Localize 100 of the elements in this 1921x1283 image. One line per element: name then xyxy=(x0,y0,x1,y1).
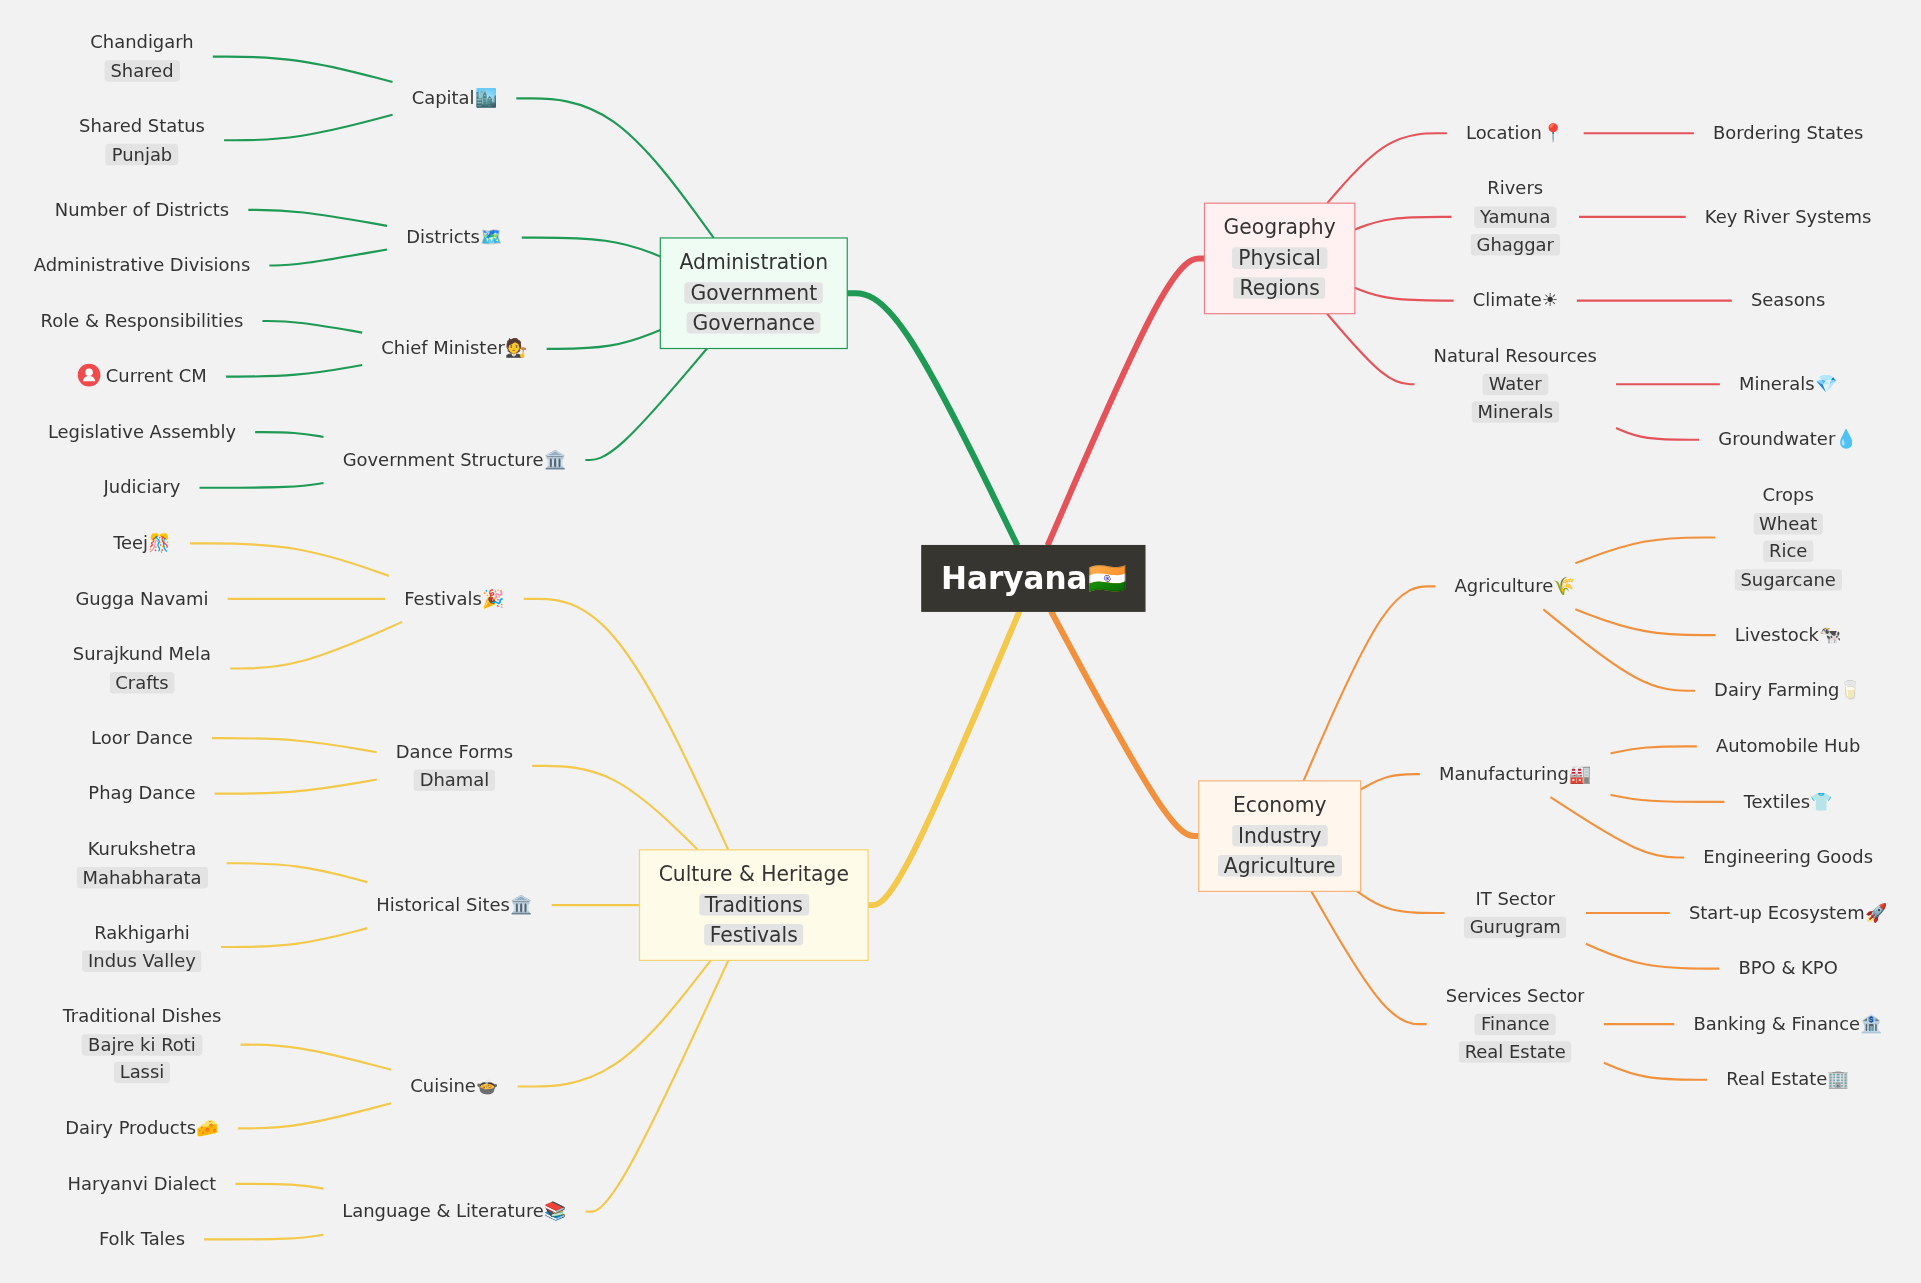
keyword-tag: Rice xyxy=(1763,540,1814,563)
connector xyxy=(230,621,403,671)
topic-label: Textiles👕 xyxy=(1743,791,1833,813)
connector xyxy=(1356,891,1445,915)
topic-label: Chief Minister🧑‍⚖ xyxy=(381,338,528,360)
keyword-tag: Water xyxy=(1482,373,1548,396)
keyword-tag: Lassi xyxy=(113,1062,171,1084)
connector xyxy=(1576,299,1732,303)
keyword-tag: Finance xyxy=(1474,1013,1556,1036)
topic-label: Real Estate🏢 xyxy=(1726,1069,1851,1091)
connector xyxy=(1575,608,1716,637)
topic-label: Dance Forms xyxy=(395,741,514,763)
topic-label: Minerals💎 xyxy=(1739,373,1838,396)
node-box: Culture & Heritage Traditions Festivals xyxy=(638,849,869,962)
connector xyxy=(1610,794,1725,804)
connector xyxy=(523,598,730,851)
connector xyxy=(1549,796,1685,860)
keyword-tag: Indus Valley xyxy=(82,950,202,972)
keyword-tag: Wheat xyxy=(1753,512,1824,535)
connector xyxy=(199,482,324,490)
connector xyxy=(1585,943,1720,971)
connector xyxy=(1583,132,1694,135)
connector xyxy=(585,348,708,462)
topic-label: Rakhigarhi xyxy=(94,922,190,944)
topic-label: Gugga Navami xyxy=(75,588,209,610)
connector xyxy=(1585,912,1670,915)
connector xyxy=(1326,132,1447,205)
connector xyxy=(847,290,1021,548)
topic-label: Legislative Assembly xyxy=(47,421,236,444)
topic-label: Services Sector xyxy=(1445,985,1585,1008)
connector xyxy=(1616,383,1720,386)
topic-label: Folk Tales xyxy=(98,1228,185,1251)
connector xyxy=(1360,773,1420,791)
connector xyxy=(237,1102,392,1130)
connector xyxy=(1603,1062,1708,1082)
connector xyxy=(1354,216,1452,231)
topic-label: Haryanvi Dialect xyxy=(67,1173,217,1195)
keyword-tag: Shared xyxy=(104,60,180,82)
topic-label: Current CM xyxy=(105,366,207,388)
topic-label: IT Sector xyxy=(1475,888,1555,910)
topic-label: Number of Districts xyxy=(54,199,230,221)
topic-label: Start-up Ecosystem🚀 xyxy=(1688,902,1888,924)
connector xyxy=(551,904,640,907)
connector xyxy=(1579,216,1686,219)
topic-label: Teej🎊 xyxy=(113,532,171,555)
connector xyxy=(226,862,368,884)
connector xyxy=(532,765,699,852)
node-box: Administration Government Governance xyxy=(659,237,848,350)
keyword-tag: Sugarcane xyxy=(1734,569,1842,591)
topic-label: Rivers xyxy=(1487,178,1544,200)
connector xyxy=(1326,313,1415,386)
topic-label: Cuisine🍲 xyxy=(410,1075,499,1098)
keyword-tag: Bajre ki Roti xyxy=(82,1034,202,1056)
topic-label: Automobile Hub xyxy=(1715,735,1861,758)
topic-label: Agriculture🌾 xyxy=(1454,575,1576,598)
topic-label: Climate☀ xyxy=(1472,290,1558,312)
connector xyxy=(1354,287,1454,303)
connector xyxy=(1044,255,1205,548)
topic-label: Bordering States xyxy=(1712,122,1864,145)
keyword-tag: Mahabharata xyxy=(76,866,208,889)
topic-label: Dairy Farming🥛 xyxy=(1714,680,1863,702)
connector xyxy=(204,1234,324,1241)
topic-label: Surajkund Mela xyxy=(72,643,212,666)
topic-label: Phag Dance xyxy=(88,783,196,805)
connector xyxy=(1048,610,1199,840)
connector xyxy=(224,114,393,142)
topic-label: Seasons xyxy=(1750,290,1826,312)
connector xyxy=(269,248,388,267)
keyword-tag: Ghaggar xyxy=(1470,234,1560,256)
topic-label: Chandigarh xyxy=(90,32,194,54)
topic-label: Festivals🎉 xyxy=(404,588,505,610)
topic-label: Districts🗺 xyxy=(406,227,503,249)
connector xyxy=(189,542,390,578)
topic-label: Banking & Finance🏦 xyxy=(1693,1013,1883,1036)
topic-label: Kurukshetra xyxy=(87,838,197,861)
connector xyxy=(868,610,1023,909)
topic-label: Historical Sites🏛 xyxy=(376,894,533,917)
topic-label: Language & Literature📚 xyxy=(342,1201,567,1223)
topic-label: Manufacturing🏭 xyxy=(1439,763,1592,786)
connector xyxy=(255,431,324,439)
keyword-tag: Gurugram xyxy=(1463,916,1567,938)
topic-label: Groundwater💧 xyxy=(1718,429,1858,451)
connector xyxy=(212,56,393,84)
topic-label: Role & Responsibilities xyxy=(40,310,244,332)
topic-label: Engineering Goods xyxy=(1703,846,1874,869)
connector xyxy=(235,1183,324,1191)
topic-label: Capital🏙 xyxy=(411,87,498,110)
keyword-tag: Crafts xyxy=(109,671,175,694)
connector xyxy=(1615,427,1700,442)
connector xyxy=(1310,891,1427,1026)
connector xyxy=(1542,609,1695,693)
keyword-tag: Punjab xyxy=(105,143,179,166)
topic-label: Loor Dance xyxy=(91,727,193,750)
connector xyxy=(1302,585,1436,782)
topic-label: Traditional Dishes xyxy=(62,1006,222,1028)
keyword-tag: Yamuna xyxy=(1473,206,1557,228)
connector xyxy=(1610,745,1697,755)
connector xyxy=(516,97,715,240)
connector xyxy=(221,927,368,949)
topic-label: BPO & KPO xyxy=(1738,958,1838,980)
